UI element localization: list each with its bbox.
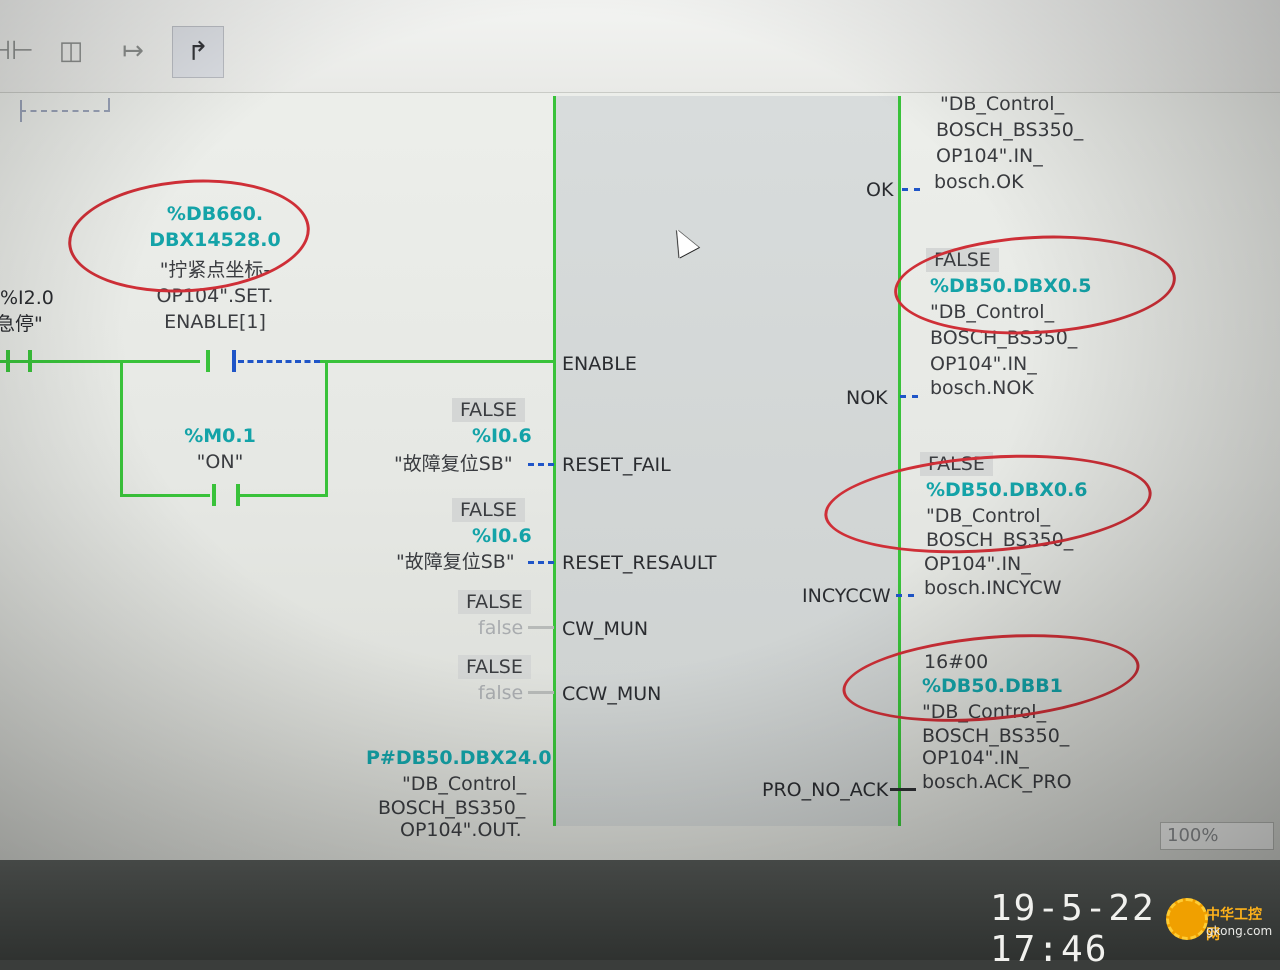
watermark-brand: 中华工控网 [1206,907,1262,943]
watermark-site: gkong.com [1206,924,1273,938]
ack-tag-line2: BOSCH_BS350_ [922,725,1070,747]
rung-power-line [320,360,554,363]
rung-no-flow-line [238,360,320,363]
pin-incyccw[interactable]: INCYCCW [802,585,891,607]
ok-tag-line1: "DB_Control_ [940,93,1065,115]
estop-tag: 急停" [0,313,43,335]
contact-right-bar [28,350,32,372]
branch-left-riser [120,360,123,497]
enable-contact-right-bar[interactable] [232,350,236,372]
incyccw-tag-line4: bosch.INCYCW [924,577,1062,599]
branch-right-riser [325,360,328,497]
branch-line [120,494,210,497]
nc-contact-icon[interactable]: ⊣⊢ [0,36,34,66]
zoom-level-field[interactable]: 100% [1160,822,1274,850]
on-contact-address: %M0.1 [184,425,256,447]
watermark-logo: 中华工控网 gkong.com [1166,896,1273,950]
rung-power-line [0,360,200,363]
on-contact-left-bar[interactable] [212,484,216,506]
enable-contact-tag-line2: OP104".SET. [156,285,274,307]
coil-icon[interactable]: ◫ [58,36,84,66]
ok-tag-line4: bosch.OK [934,171,1024,193]
ccw-mun-value[interactable]: false [478,682,524,704]
close-branch-icon[interactable]: ↱ [172,26,224,78]
pin-pro-no-ack[interactable]: PRO_NO_ACK [762,779,889,801]
nok-tag-line4: bosch.NOK [930,377,1034,399]
ack-address: %DB50.DBB1 [922,675,1063,697]
pin-ok[interactable]: OK [866,179,894,201]
cw-mun-value[interactable]: false [478,617,524,639]
pin-reset-fail[interactable]: RESET_FAIL [562,454,671,476]
on-contact-right-bar[interactable] [236,484,240,506]
incyccw-tag-line3: OP104".IN_ [924,553,1031,575]
reset-fail-tag: "故障复位SB" [394,453,513,475]
empty-rung-fragment [20,110,110,112]
nok-tag-line3: OP104".IN_ [930,353,1037,375]
incyccw-address: %DB50.DBX0.6 [926,479,1088,501]
nok-address: %DB50.DBX0.5 [930,275,1092,297]
cw-mun-connection [528,626,554,629]
ack-state: 16#00 [924,651,989,673]
ok-tag-line2: BOSCH_BS350_ [936,119,1084,141]
empty-rung-tick [20,100,22,122]
ladder-toolbar: ⊣⊢ ◫ ↦ ↱ [0,0,1280,93]
reset-fail-address: %I0.6 [472,425,532,447]
monitor-bezel [0,860,1280,960]
incyccw-tag-line2: BOSCH_BS350_ [926,529,1074,551]
pro-no-ack-connection [890,788,916,791]
block-right-edge [898,96,901,826]
pin-ccw-mun[interactable]: CCW_MUN [562,683,662,705]
pin-enable[interactable]: ENABLE [562,353,637,375]
pin-nok[interactable]: NOK [846,387,888,409]
ladder-editor: ⊣⊢ ◫ ↦ ↱ %I2.0 急停" %DB660. DBX14528.0 "拧… [0,0,1280,860]
reset-result-tag: "故障复位SB" [396,551,515,573]
nok-tag-line2: BOSCH_BS350_ [930,327,1078,349]
enable-contact-tag-line3: ENABLE[1] [164,311,266,333]
enable-contact-left-bar[interactable] [206,350,210,372]
pointer-tag-line2: BOSCH_BS350_ [378,797,526,819]
ok-connection [902,188,920,191]
incyccw-state: FALSE [920,452,993,476]
enable-contact-tag-line1: "拧紧点坐标- [159,259,271,281]
pointer-address: P#DB50.DBX24.0 [366,747,552,769]
cw-mun-state: FALSE [458,590,531,614]
reset-fail-state: FALSE [452,398,525,422]
nok-tag-line1: "DB_Control_ [930,301,1055,323]
block-left-edge [553,96,556,826]
nok-state: FALSE [926,248,999,272]
enable-contact-address-line1: %DB660. [166,203,264,225]
ack-tag-line1: "DB_Control_ [922,701,1047,723]
open-branch-icon[interactable]: ↦ [122,36,144,66]
ccw-mun-state: FALSE [458,655,531,679]
estop-address: %I2.0 [0,287,54,309]
enable-contact-address-line2: DBX14528.0 [149,229,281,251]
ack-tag-line3: OP104".IN_ [922,747,1029,769]
gear-icon [1166,898,1208,940]
incyccw-connection [896,594,914,597]
empty-rung-tick [108,98,110,110]
pointer-tag-line3: OP104".OUT. [400,819,522,841]
pin-reset-result[interactable]: RESET_RESAULT [562,552,717,574]
pin-cw-mun[interactable]: CW_MUN [562,618,649,640]
ok-tag-line3: OP104".IN_ [936,145,1043,167]
nok-connection [900,395,918,398]
reset-fail-connection [528,463,554,466]
reset-result-connection [528,561,554,564]
ccw-mun-connection [528,691,554,694]
function-block-body[interactable] [556,96,900,826]
on-contact-tag: "ON" [196,451,244,473]
incyccw-tag-line1: "DB_Control_ [926,505,1051,527]
ack-tag-line4: bosch.ACK_PRO [922,771,1072,793]
pointer-tag-line1: "DB_Control_ [402,773,527,795]
contact-left-bar [6,350,10,372]
reset-result-address: %I0.6 [472,525,532,547]
reset-result-state: FALSE [452,498,525,522]
branch-line [240,494,328,497]
